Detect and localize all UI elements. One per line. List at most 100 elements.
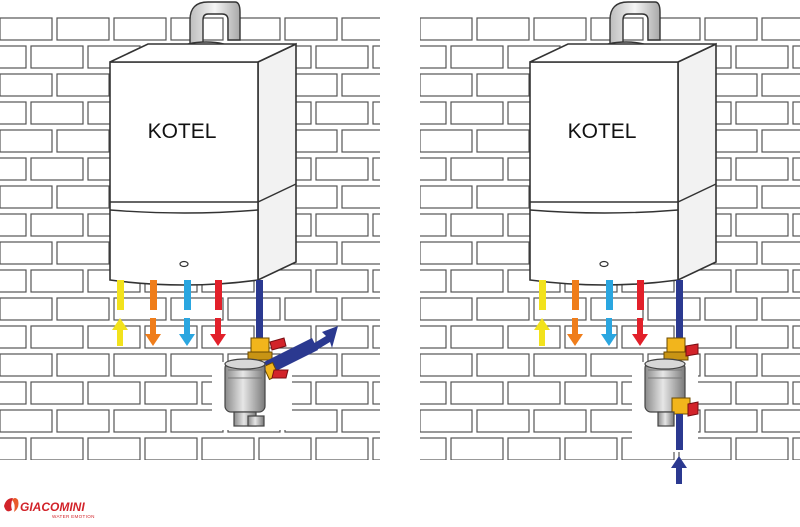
brick xyxy=(735,213,789,237)
brick xyxy=(30,157,84,181)
pipe-yellow xyxy=(539,280,546,310)
brick xyxy=(761,185,800,209)
brick xyxy=(0,297,53,321)
brick xyxy=(476,73,530,97)
diagram-right: KOTEL xyxy=(420,1,800,484)
brick xyxy=(0,157,27,181)
valve-handle-icon xyxy=(687,401,699,417)
brick xyxy=(476,409,530,433)
brick xyxy=(284,17,338,41)
brick xyxy=(315,213,369,237)
brick xyxy=(792,437,800,460)
pipes-left xyxy=(112,280,263,346)
pipe-orange xyxy=(150,280,157,310)
brick xyxy=(647,297,701,321)
brick xyxy=(315,45,369,69)
boiler-side-panel xyxy=(677,42,717,282)
arrow-down-icon xyxy=(567,318,583,346)
brick xyxy=(450,381,504,405)
brick xyxy=(533,353,587,377)
brick xyxy=(284,297,338,321)
brick xyxy=(476,129,530,153)
brick xyxy=(792,101,800,125)
brick xyxy=(372,157,380,181)
brick xyxy=(704,17,758,41)
brick xyxy=(533,409,587,433)
boiler-panel-curve xyxy=(529,209,679,214)
brick xyxy=(0,129,53,153)
brick xyxy=(258,437,312,460)
boiler-top xyxy=(109,43,297,63)
brick xyxy=(420,17,473,41)
brick xyxy=(761,129,800,153)
brick xyxy=(284,409,338,433)
brick xyxy=(0,325,27,349)
brick xyxy=(372,381,380,405)
brick xyxy=(315,381,369,405)
brick xyxy=(420,269,447,293)
brick xyxy=(420,409,473,433)
brick xyxy=(420,185,473,209)
brick xyxy=(735,325,789,349)
indicator-light xyxy=(179,260,189,268)
brick xyxy=(144,381,198,405)
brick xyxy=(678,325,732,349)
brick xyxy=(420,437,447,460)
brick xyxy=(735,269,789,293)
brick xyxy=(420,297,473,321)
brick xyxy=(420,325,447,349)
brick xyxy=(341,129,380,153)
pipe-lightblue xyxy=(606,280,613,310)
boiler-front xyxy=(109,61,259,286)
brick xyxy=(420,157,447,181)
brick xyxy=(420,241,473,265)
brick xyxy=(0,101,27,125)
boiler-panel-line xyxy=(530,183,717,203)
indicator-light xyxy=(599,260,609,268)
boiler-left: KOTEL xyxy=(109,1,297,286)
brick xyxy=(56,353,110,377)
brick xyxy=(0,269,27,293)
drain-valve xyxy=(247,415,265,427)
pipe-orange xyxy=(572,280,579,310)
brick xyxy=(564,437,618,460)
brick xyxy=(420,73,473,97)
brick xyxy=(372,269,380,293)
brick xyxy=(792,325,800,349)
pipe-yellow xyxy=(117,280,124,310)
boiler-label: KOTEL xyxy=(568,120,637,143)
brick xyxy=(792,157,800,181)
brick xyxy=(507,381,561,405)
valve-handle-icon xyxy=(685,343,699,357)
brick xyxy=(30,325,84,349)
brick xyxy=(450,157,504,181)
brick xyxy=(201,325,255,349)
brick xyxy=(792,381,800,405)
brick xyxy=(372,437,380,460)
brick xyxy=(56,17,110,41)
brick xyxy=(56,241,110,265)
brick xyxy=(30,213,84,237)
brick xyxy=(56,185,110,209)
magnetic-filter-right xyxy=(644,337,699,484)
brick xyxy=(761,17,800,41)
brick xyxy=(735,101,789,125)
flow-inlet-arrow-icon xyxy=(671,456,687,484)
brick xyxy=(735,381,789,405)
brick xyxy=(761,241,800,265)
pipe-navy xyxy=(676,280,683,342)
brick xyxy=(735,437,789,460)
pipes-right xyxy=(534,280,683,346)
brick xyxy=(476,185,530,209)
brick xyxy=(761,297,800,321)
brick xyxy=(704,297,758,321)
brick xyxy=(30,45,84,69)
brick xyxy=(315,101,369,125)
brick xyxy=(372,101,380,125)
brick xyxy=(113,409,167,433)
inlet-pipe xyxy=(264,338,318,374)
logo-tagline: WATER EMOTION xyxy=(52,514,95,519)
arrow-up-icon xyxy=(112,318,128,346)
brick xyxy=(30,101,84,125)
